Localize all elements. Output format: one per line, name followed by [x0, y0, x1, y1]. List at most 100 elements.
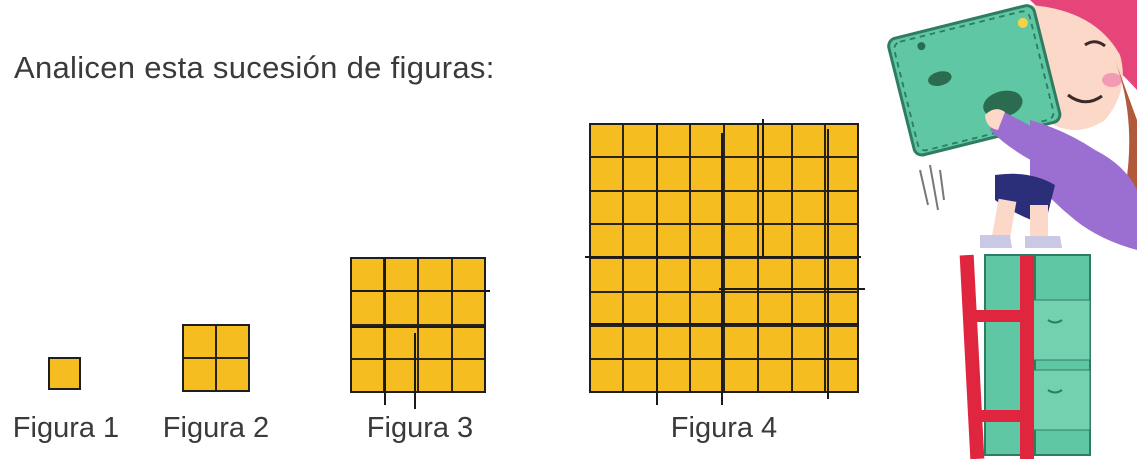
figure-3-squares — [350, 257, 486, 393]
unit-square — [452, 257, 486, 291]
unit-square — [825, 157, 859, 191]
unit-square — [418, 359, 452, 393]
unit-square — [724, 326, 758, 360]
unit-square — [690, 123, 724, 157]
unit-square — [724, 359, 758, 393]
hand-drawn-line — [719, 288, 865, 290]
unit-square — [758, 258, 792, 292]
unit-square — [657, 292, 691, 326]
figure-1-squares — [48, 357, 81, 390]
unit-square — [623, 123, 657, 157]
figure-4-label: Figura 4 — [671, 412, 777, 445]
figure-2-label: Figura 2 — [163, 412, 269, 445]
unit-square — [657, 191, 691, 225]
unit-square — [384, 359, 418, 393]
unit-square — [758, 359, 792, 393]
unit-square — [452, 325, 486, 359]
unit-square — [690, 292, 724, 326]
unit-square — [623, 224, 657, 258]
unit-square — [758, 326, 792, 360]
unit-square — [657, 123, 691, 157]
hand-drawn-line — [721, 133, 723, 405]
hand-drawn-line — [350, 290, 490, 292]
unit-square — [589, 123, 623, 157]
unit-square — [182, 324, 216, 358]
unit-square — [350, 325, 384, 359]
unit-square — [418, 257, 452, 291]
hand-drawn-line — [827, 129, 829, 399]
unit-square — [792, 258, 826, 292]
hand-drawn-line — [762, 119, 764, 259]
unit-square — [825, 326, 859, 360]
unit-square — [350, 359, 384, 393]
unit-square — [792, 224, 826, 258]
unit-square — [825, 359, 859, 393]
unit-square — [216, 324, 250, 358]
unit-square — [589, 326, 623, 360]
unit-square — [724, 191, 758, 225]
hand-drawn-line — [585, 256, 861, 258]
unit-square — [452, 359, 486, 393]
unit-square — [589, 292, 623, 326]
hand-drawn-line — [414, 333, 416, 409]
unit-square — [657, 359, 691, 393]
unit-square — [452, 291, 486, 325]
unit-square — [623, 359, 657, 393]
unit-square — [589, 224, 623, 258]
unit-square — [216, 358, 250, 392]
hand-drawn-line — [350, 326, 486, 328]
unit-square — [792, 326, 826, 360]
hand-drawn-line — [384, 257, 386, 405]
unit-square — [690, 191, 724, 225]
unit-square — [825, 292, 859, 326]
unit-square — [384, 291, 418, 325]
unit-square — [825, 258, 859, 292]
unit-square — [825, 191, 859, 225]
unit-square — [724, 224, 758, 258]
unit-square — [724, 258, 758, 292]
unit-square — [690, 224, 724, 258]
unit-square — [623, 157, 657, 191]
unit-square — [792, 191, 826, 225]
figure-2-squares — [182, 324, 250, 392]
unit-square — [690, 258, 724, 292]
unit-square — [418, 291, 452, 325]
unit-square — [825, 123, 859, 157]
unit-square — [657, 157, 691, 191]
hand-drawn-line — [589, 323, 859, 325]
unit-square — [182, 358, 216, 392]
unit-square — [623, 258, 657, 292]
unit-square — [657, 224, 691, 258]
unit-square — [657, 326, 691, 360]
unit-square — [623, 326, 657, 360]
unit-square — [690, 326, 724, 360]
unit-square — [724, 123, 758, 157]
unit-square — [792, 359, 826, 393]
unit-square — [623, 292, 657, 326]
unit-square — [792, 292, 826, 326]
girl-on-ladder-illustration — [880, 0, 1137, 459]
unit-square — [623, 191, 657, 225]
figure-1-label: Figura 1 — [13, 412, 119, 445]
unit-square — [350, 291, 384, 325]
unit-square — [350, 257, 384, 291]
hand-drawn-line — [656, 123, 658, 405]
unit-square — [384, 257, 418, 291]
unit-square — [792, 123, 826, 157]
unit-square — [724, 157, 758, 191]
unit-square — [589, 258, 623, 292]
figure-3-label: Figura 3 — [367, 412, 473, 445]
figure-4-squares — [589, 123, 859, 393]
unit-square — [384, 325, 418, 359]
unit-square — [792, 157, 826, 191]
unit-square — [724, 292, 758, 326]
unit-square — [825, 224, 859, 258]
unit-square — [690, 359, 724, 393]
unit-square — [589, 359, 623, 393]
unit-square — [589, 157, 623, 191]
unit-square — [418, 325, 452, 359]
unit-square — [48, 357, 81, 390]
instruction-text: Analicen esta sucesión de figuras: — [14, 50, 495, 86]
unit-square — [758, 292, 792, 326]
unit-square — [690, 157, 724, 191]
